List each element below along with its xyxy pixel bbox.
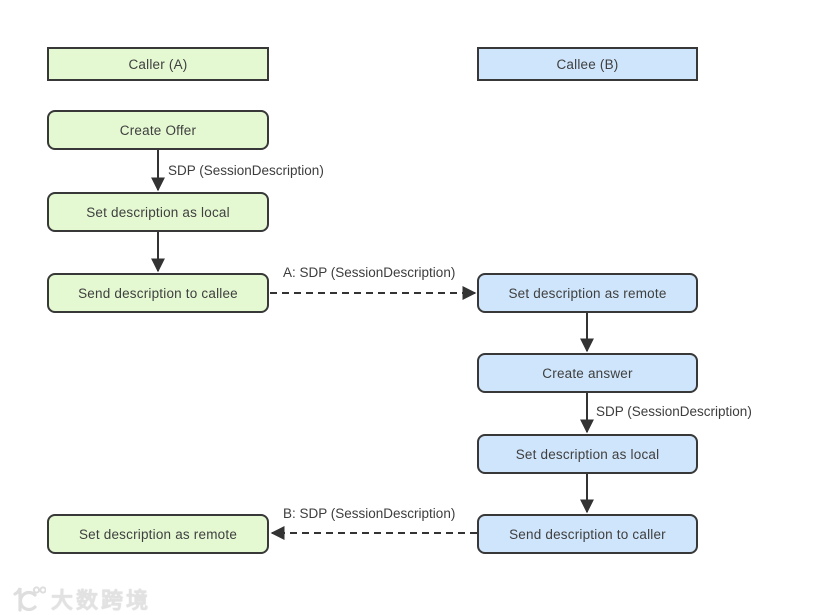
caller-header-box: Caller (A): [47, 47, 269, 81]
send-description-to-callee-box: Send description to callee: [47, 273, 269, 313]
watermark-logo-icon: [10, 585, 46, 613]
callee-set-description-remote-box: Set description as remote: [477, 273, 698, 313]
caller-set-description-local-box: Set description as local: [47, 192, 269, 232]
answer-sdp-label: SDP (SessionDescription): [596, 404, 752, 419]
watermark: 大数跨境: [10, 583, 151, 615]
a-sdp-transfer-label: A: SDP (SessionDescription): [283, 265, 456, 280]
b-sdp-transfer-label: B: SDP (SessionDescription): [283, 506, 456, 521]
callee-header-box: Callee (B): [477, 47, 698, 81]
offer-sdp-label: SDP (SessionDescription): [168, 163, 324, 178]
create-answer-box: Create answer: [477, 353, 698, 393]
create-offer-box: Create Offer: [47, 110, 269, 150]
callee-set-description-local-box: Set description as local: [477, 434, 698, 474]
caller-set-description-remote-box: Set description as remote: [47, 514, 269, 554]
send-description-to-caller-box: Send description to caller: [477, 514, 698, 554]
watermark-text: 大数跨境: [51, 588, 152, 613]
